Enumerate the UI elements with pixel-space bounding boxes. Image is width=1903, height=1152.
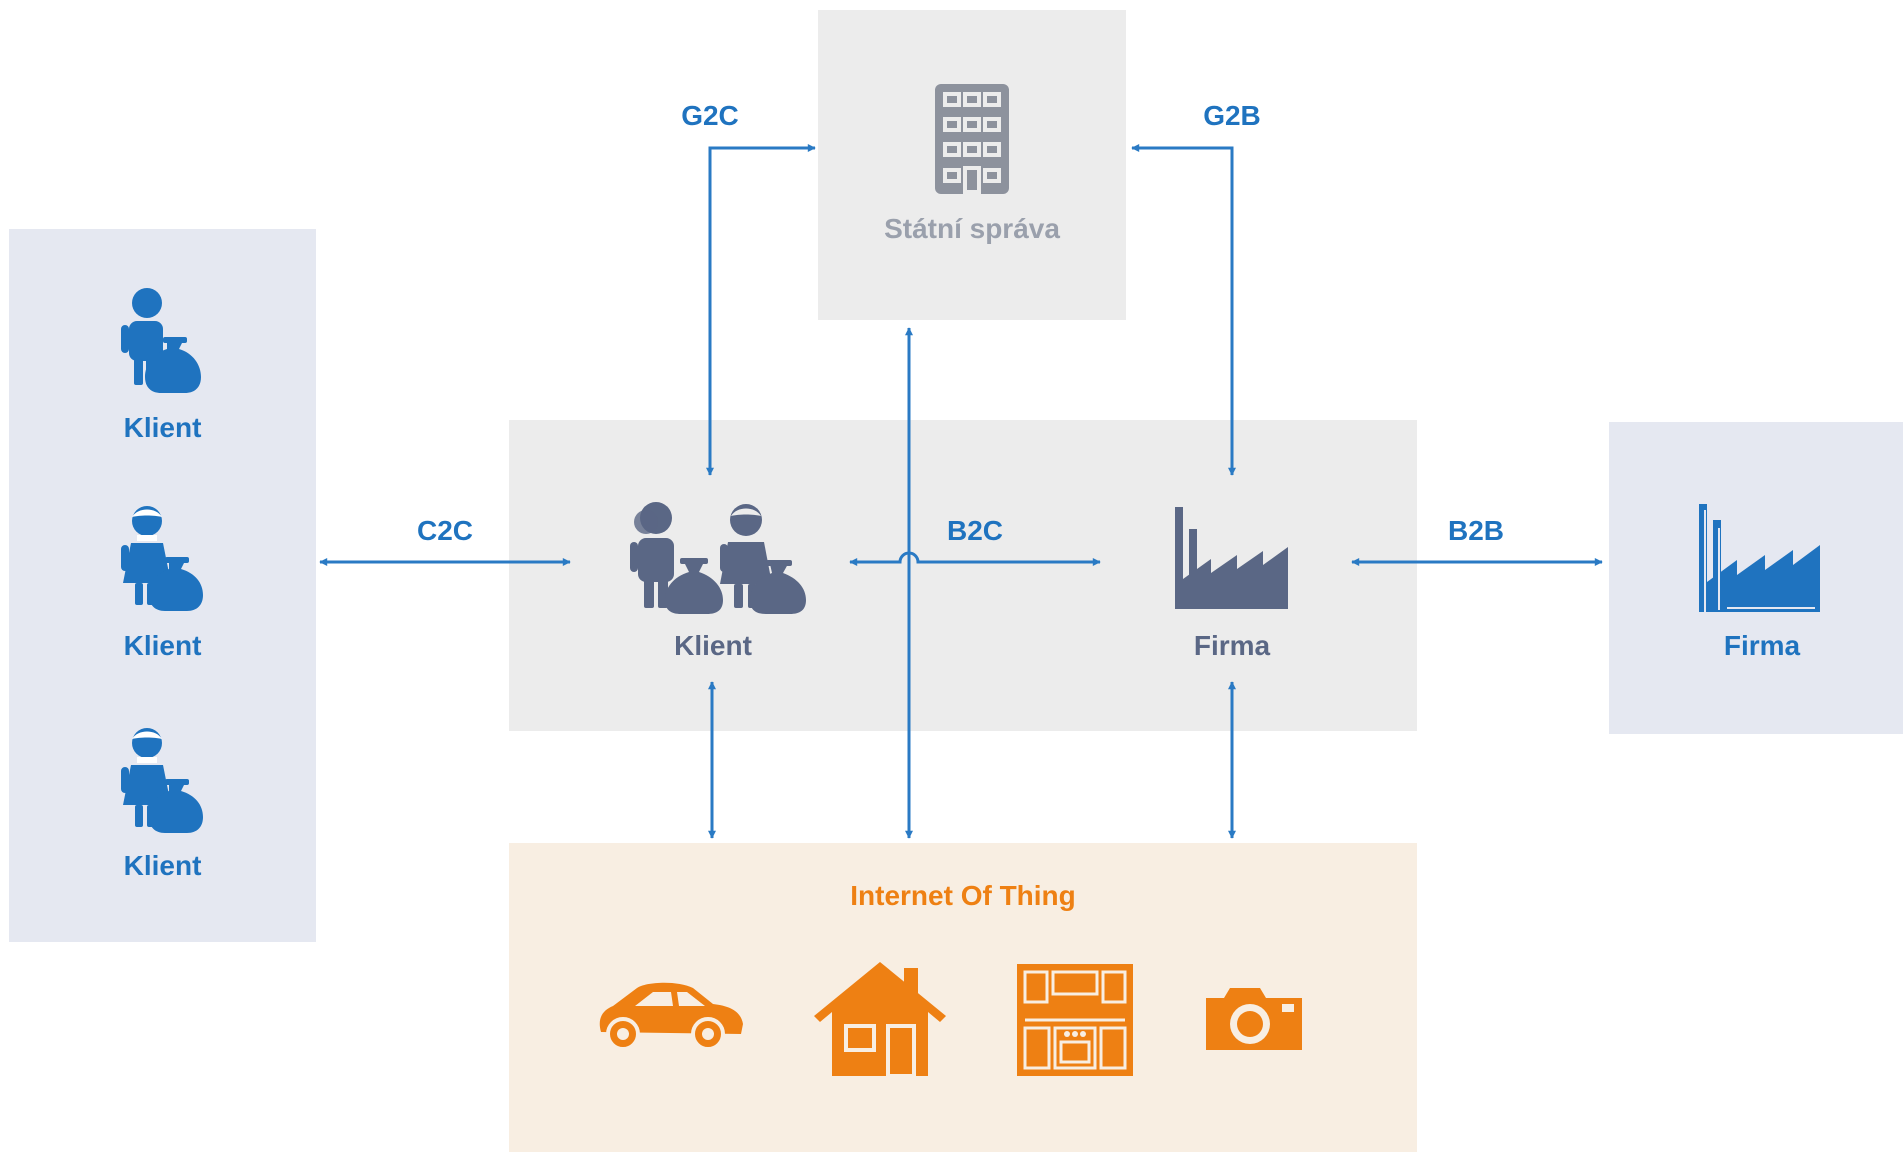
center-firm-label: Firma: [1193, 630, 1271, 661]
g2c-label: G2C: [681, 100, 739, 131]
client-label: Klient: [123, 630, 202, 661]
client-label: Klient: [123, 850, 202, 881]
b2c-arrow: [849, 551, 1101, 566]
factory-icon: [1699, 504, 1820, 612]
g2b-arrow: [1131, 144, 1236, 476]
client-label: Klient: [123, 412, 202, 443]
g2c-arrow: [706, 144, 816, 476]
center-client-label: Klient: [674, 630, 752, 661]
iot-title: Internet Of Thing: [850, 880, 1076, 911]
car-icon: [599, 982, 743, 1051]
kitchen-icon: [1017, 964, 1133, 1076]
c2c-label: C2C: [416, 515, 473, 546]
factory-icon: [1175, 507, 1288, 609]
b2c-label: B2C: [946, 515, 1003, 546]
office-building-icon: [935, 84, 1009, 194]
right-firm-label: Firma: [1723, 630, 1801, 661]
man-with-bag-icon: [121, 288, 201, 393]
woman-with-bag-icon: [121, 728, 203, 833]
g2b-label: G2B: [1203, 100, 1261, 131]
camera-icon: [1206, 988, 1302, 1050]
house-icon: [814, 962, 946, 1078]
couple-with-bags-icon: [630, 502, 806, 614]
woman-with-bag-icon: [121, 506, 203, 611]
state-administration-label: Státní správa: [884, 213, 1060, 244]
b2b-label: B2B: [1447, 515, 1504, 546]
